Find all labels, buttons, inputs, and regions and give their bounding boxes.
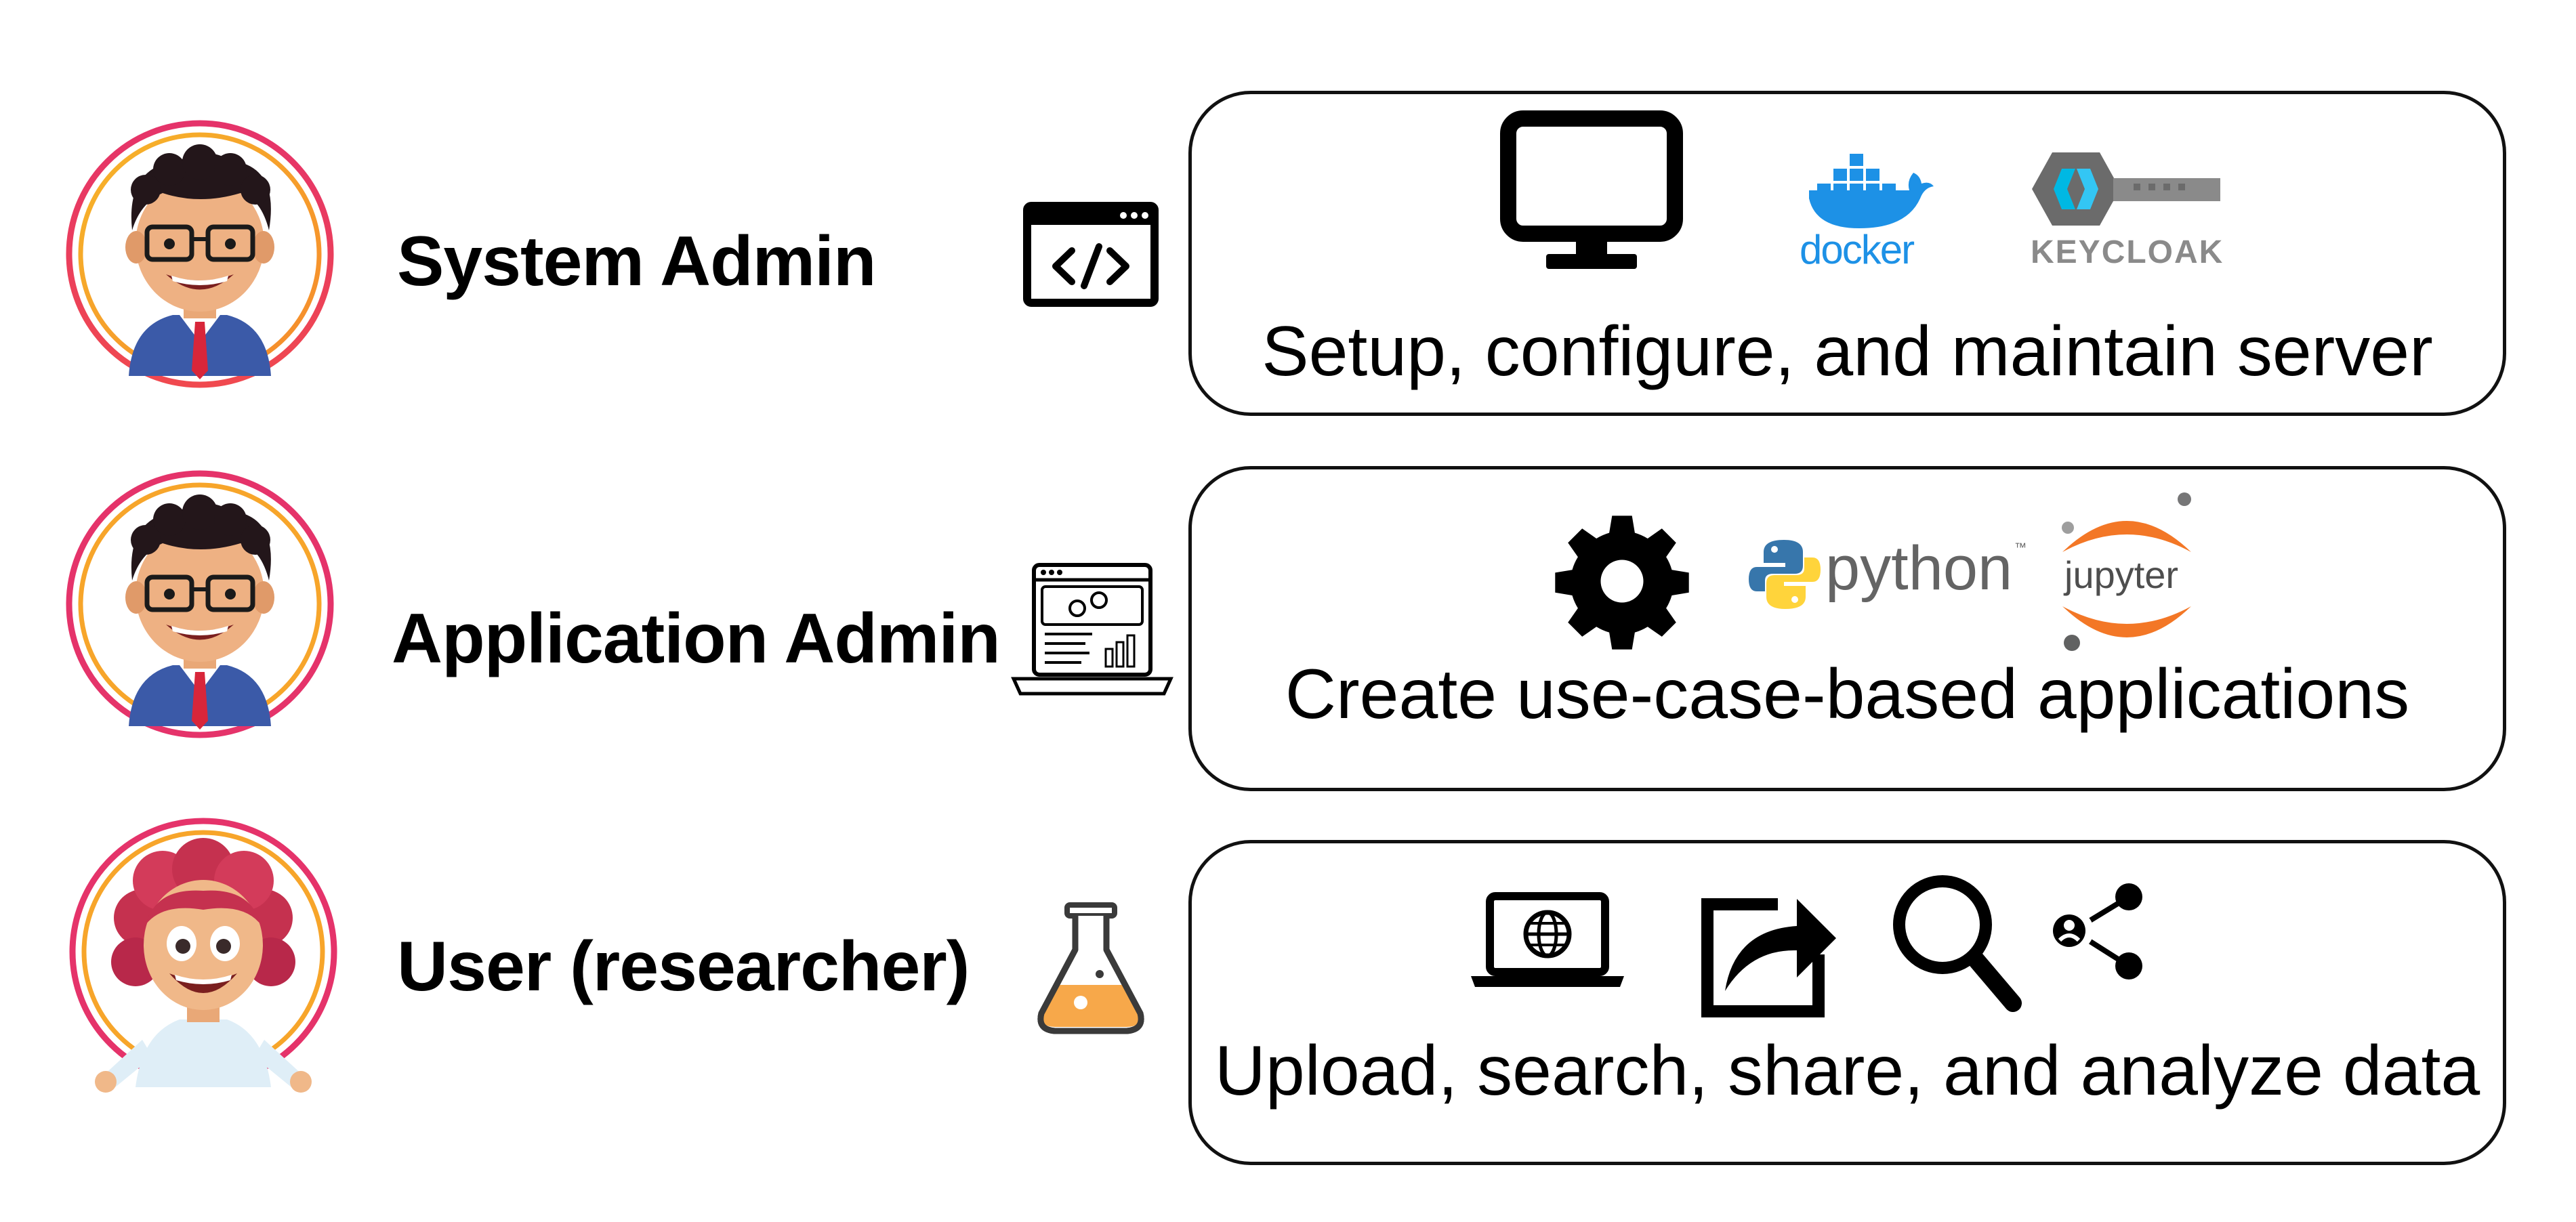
male-avatar-icon — [66, 470, 334, 738]
code-window-icon — [1023, 202, 1159, 310]
laptop-globe-icon — [1470, 891, 1625, 996]
role-box-application-admin: python ™ jupyter Create use-case-based a… — [1188, 466, 2506, 791]
gear-icon — [1551, 510, 1693, 656]
keycloak-logo-text: KEYCLOAK — [2031, 234, 2224, 270]
avatar-application-admin — [64, 469, 335, 740]
share-arrow-icon — [1697, 870, 1839, 1023]
monitor-icon — [1500, 110, 1683, 280]
python-logo-text: python — [1825, 534, 2013, 603]
male-avatar-icon — [66, 120, 334, 388]
avatar-system-admin — [64, 119, 335, 389]
docker-logo-text: docker — [1800, 227, 1915, 272]
role-box-system-admin: docker KEYCLOAK Setup, configure, and ma… — [1188, 91, 2506, 416]
female-avatar-icon — [69, 818, 337, 1093]
magnifier-icon — [1890, 870, 2025, 1023]
role-description-application-admin: Create use-case-based applications — [1285, 655, 2410, 734]
laptop-dashboard-icon — [1011, 562, 1173, 701]
avatar-researcher — [61, 816, 337, 1093]
role-box-researcher: Upload, search, share, and analyze data — [1188, 840, 2506, 1165]
share-nodes-icon — [2049, 881, 2157, 986]
role-description-system-admin: Setup, configure, and maintain server — [1262, 312, 2433, 391]
python-tm-mark: ™ — [2014, 541, 2027, 554]
jupyter-logo-text: jupyter — [2064, 553, 2179, 596]
flask-icon — [1033, 901, 1148, 1040]
jupyter-logo-icon — [2049, 490, 2205, 656]
docker-logo-icon — [1805, 148, 1934, 233]
role-label-application-admin: Application Admin — [392, 599, 1001, 678]
role-label-system-admin: System Admin — [397, 222, 877, 301]
python-logo-icon — [1747, 537, 1822, 615]
role-description-researcher: Upload, search, share, and analyze data — [1214, 1032, 2480, 1110]
keycloak-logo-icon — [2032, 148, 2222, 233]
role-label-researcher: User (researcher) — [397, 927, 970, 1006]
